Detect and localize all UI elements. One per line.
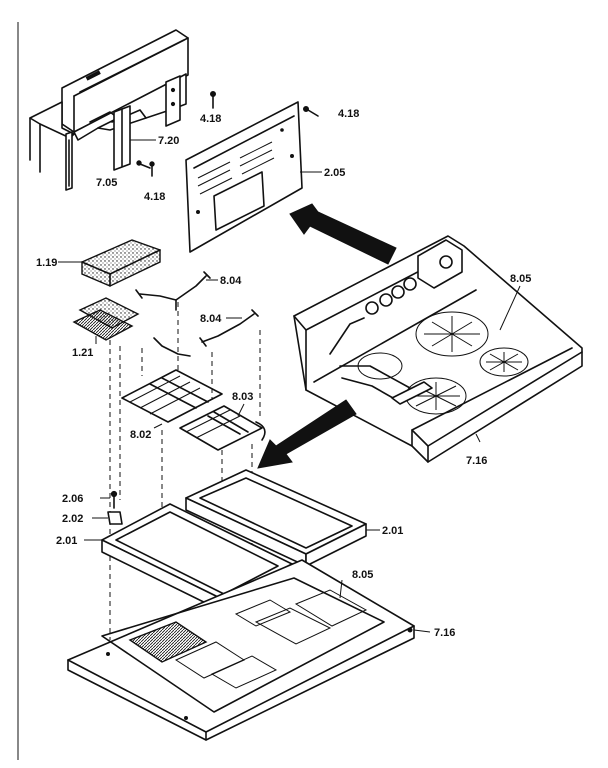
label-1-21: 1.21 [72, 347, 93, 359]
label-7-05: 7.05 [96, 177, 117, 189]
wire-8-04-upper [135, 271, 211, 311]
label-1-19: 1.19 [36, 257, 57, 269]
cooktop-base-pan [67, 559, 415, 741]
wire-8-04-lower [153, 309, 259, 357]
screw-7-05 [136, 160, 151, 169]
label-8-04-a: 8.04 [220, 275, 242, 287]
label-8-02: 8.02 [130, 429, 151, 441]
cooktop-assembly [293, 235, 583, 463]
arrow-to-rear-panel [289, 203, 397, 265]
label-2-01-right: 2.01 [382, 525, 403, 537]
label-8-04-b: 8.04 [200, 313, 222, 325]
label-4-18-c: 4.18 [144, 191, 165, 203]
label-2-05: 2.05 [324, 167, 345, 179]
screw-4-18-a [210, 91, 216, 109]
label-2-02: 2.02 [62, 513, 83, 525]
rear-panel-2-05 [185, 101, 303, 253]
element-bracket-8-03 [179, 405, 266, 451]
label-2-06: 2.06 [62, 493, 83, 505]
label-8-03: 8.03 [232, 391, 253, 403]
label-7-16-bottom: 7.16 [434, 627, 455, 639]
screw-2-06 [110, 490, 118, 509]
leader-lines [58, 139, 521, 633]
insulation-pad-1-21 [72, 297, 140, 341]
insulation-block-1-19 [81, 239, 161, 287]
screw-4-18-b [303, 106, 319, 117]
label-2-01-left: 2.01 [56, 535, 77, 547]
arrow-to-heating-elements [257, 399, 357, 469]
label-7-16-top: 7.16 [466, 455, 487, 467]
clip-2-02 [107, 511, 123, 525]
label-4-18-b: 4.18 [338, 108, 359, 120]
element-bracket-8-02 [121, 369, 223, 423]
backguard-assembly [29, 29, 189, 191]
label-8-05-top: 8.05 [510, 273, 531, 285]
screw-4-18-c [149, 161, 155, 177]
label-4-18-a: 4.18 [200, 113, 221, 125]
label-8-05-bottom: 8.05 [352, 569, 373, 581]
label-7-20: 7.20 [158, 135, 179, 147]
